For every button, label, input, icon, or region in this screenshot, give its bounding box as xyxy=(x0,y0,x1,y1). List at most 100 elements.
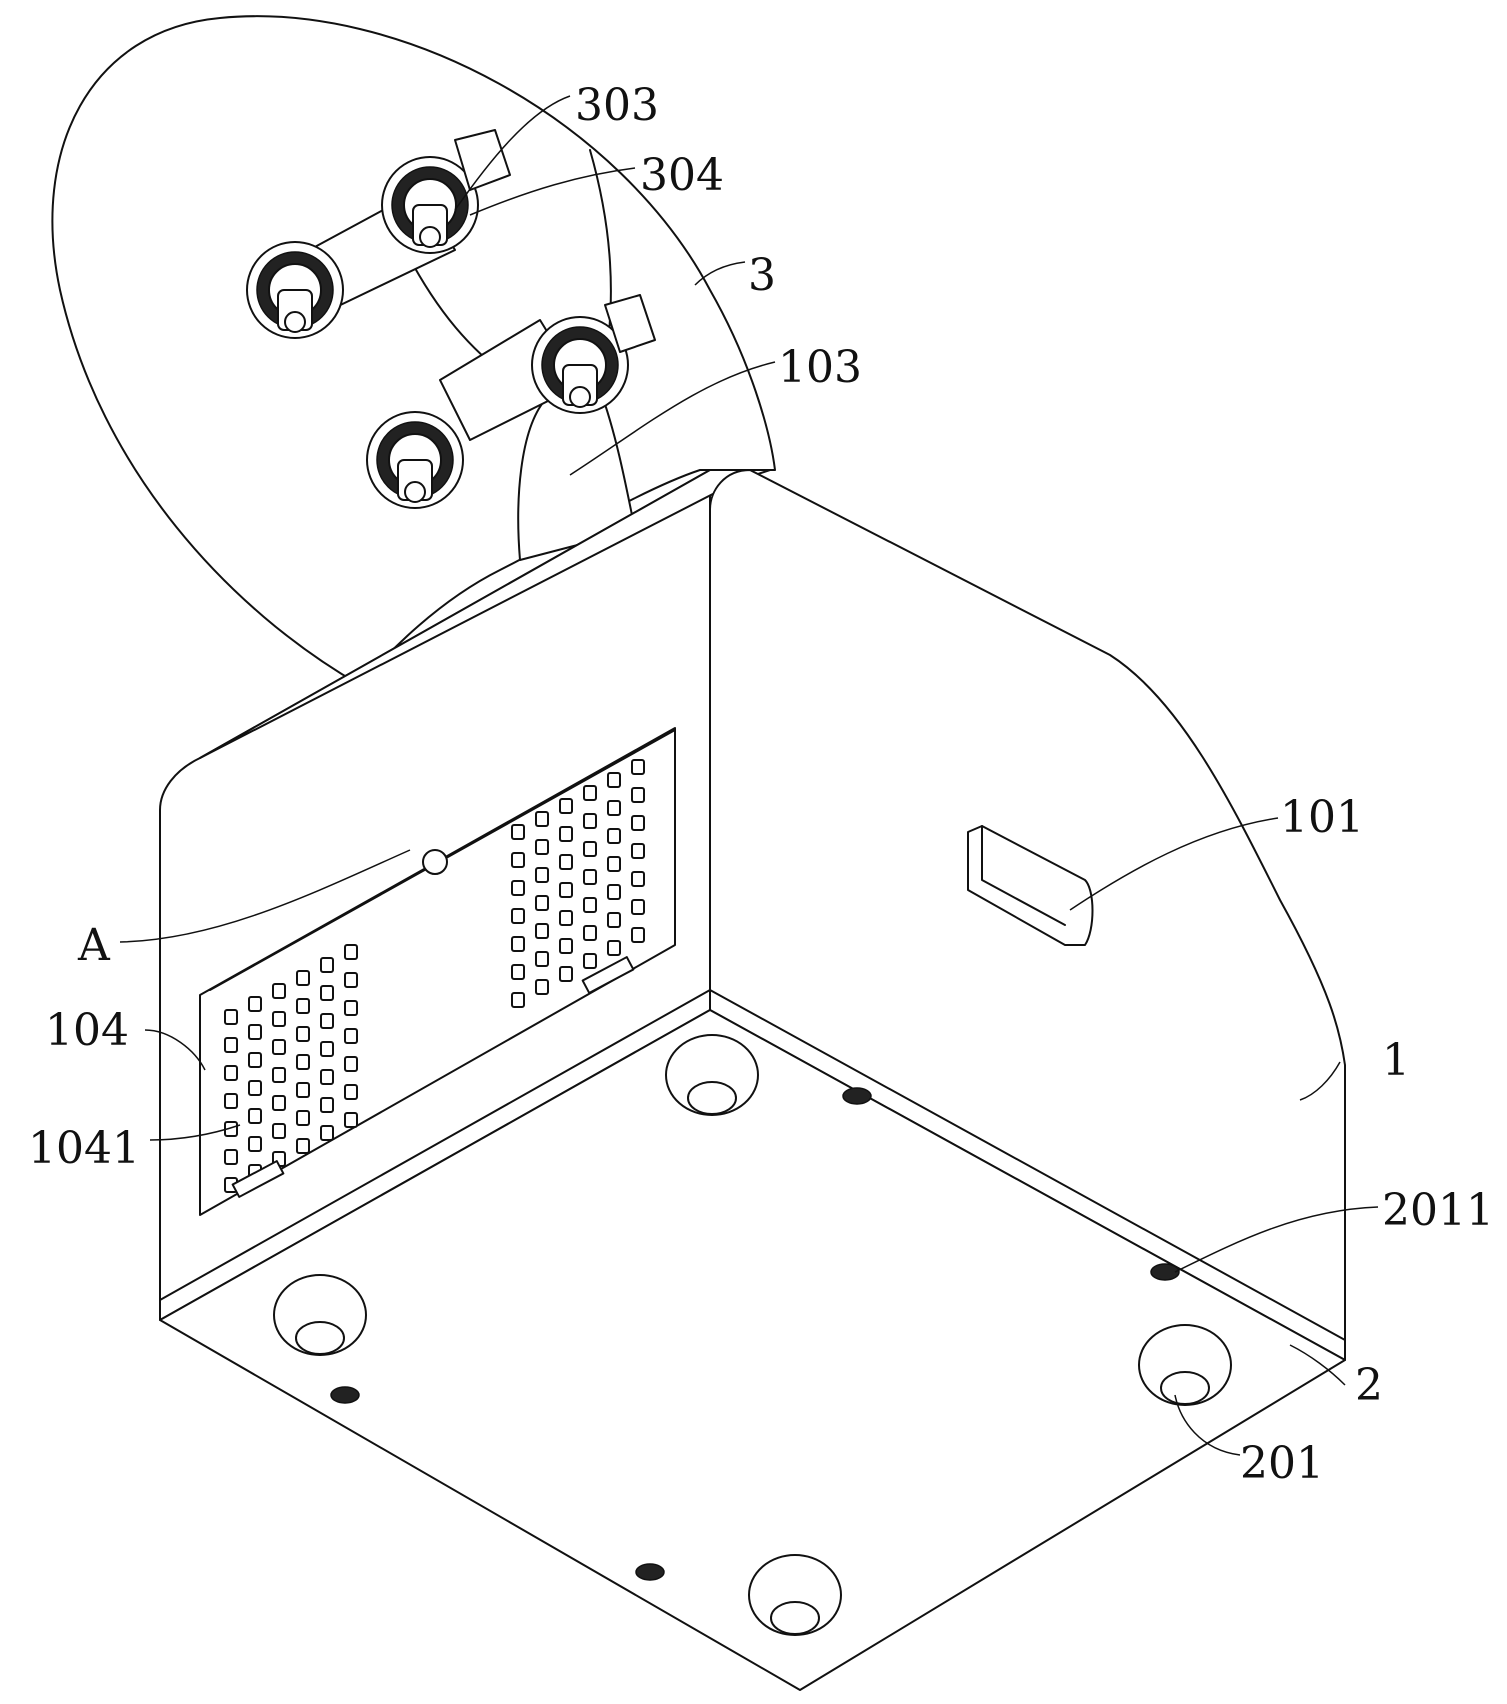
vent-hole xyxy=(607,940,621,956)
vent-hole xyxy=(296,1082,310,1098)
screw-2011 xyxy=(635,1563,665,1581)
vent-hole xyxy=(511,824,525,840)
roller-lower-right xyxy=(531,316,629,414)
vent-hole xyxy=(272,1011,286,1027)
reference-labels: 303 304 3 103 101 A 104 1041 1 2011 2 20… xyxy=(28,80,1494,1489)
vent-hole xyxy=(224,1149,238,1165)
vent-hole xyxy=(559,938,573,954)
vent-hole xyxy=(296,1026,310,1042)
foot-201 xyxy=(748,1554,842,1636)
vent-hole xyxy=(320,1069,334,1085)
vent-hole xyxy=(248,1080,262,1096)
vent-hole xyxy=(320,957,334,973)
vent-hole xyxy=(272,1067,286,1083)
vent-hole xyxy=(535,895,549,911)
vent-hole xyxy=(296,970,310,986)
vent-hole xyxy=(583,785,597,801)
screw-2011 xyxy=(330,1386,360,1404)
vent-hole xyxy=(320,1097,334,1113)
vent-hole xyxy=(511,908,525,924)
vent-hole xyxy=(511,936,525,952)
vent-hole xyxy=(272,1039,286,1055)
vent-hole xyxy=(607,800,621,816)
vent-hole xyxy=(535,811,549,827)
vent-hole xyxy=(631,871,645,887)
foot-201 xyxy=(273,1274,367,1356)
foot-201 xyxy=(665,1034,759,1116)
vent-hole xyxy=(535,979,549,995)
label-304: 304 xyxy=(640,150,724,201)
vent-hole xyxy=(559,910,573,926)
roller-upper-left xyxy=(246,241,344,339)
vent-hole xyxy=(344,1000,358,1016)
vent-hole xyxy=(583,841,597,857)
vent-hole xyxy=(296,1110,310,1126)
vent-hole xyxy=(344,944,358,960)
vent-panel-104 xyxy=(199,727,676,1216)
screw-2011 xyxy=(1150,1263,1180,1281)
vent-hole xyxy=(511,852,525,868)
vent-hole xyxy=(559,798,573,814)
vent-hole xyxy=(344,1112,358,1128)
vent-hole xyxy=(583,953,597,969)
vent-hole xyxy=(607,772,621,788)
vent-hole xyxy=(631,927,645,943)
vent-hole xyxy=(583,869,597,885)
vent-hole xyxy=(344,1084,358,1100)
vent-hole xyxy=(535,951,549,967)
vent-grid-right xyxy=(511,759,645,1008)
base-plate-2 xyxy=(159,989,1346,1691)
roller-pair-lower xyxy=(366,294,656,509)
roller-upper-right xyxy=(381,156,479,254)
leader-lines xyxy=(119,95,1379,1456)
vent-hole xyxy=(559,826,573,842)
vent-hole xyxy=(320,985,334,1001)
vent-hole xyxy=(320,1125,334,1141)
label-2011: 2011 xyxy=(1382,1185,1494,1236)
vent-hole xyxy=(224,1009,238,1025)
vent-hole xyxy=(272,1095,286,1111)
vent-hole xyxy=(511,880,525,896)
vent-hole xyxy=(607,884,621,900)
label-103: 103 xyxy=(778,342,862,393)
vent-hole xyxy=(535,923,549,939)
label-3: 3 xyxy=(748,250,776,301)
vent-hole xyxy=(248,1108,262,1124)
vent-hole xyxy=(344,972,358,988)
vent-hole xyxy=(631,899,645,915)
vent-hole xyxy=(631,787,645,803)
label-201: 201 xyxy=(1240,1438,1324,1489)
vent-hole xyxy=(559,882,573,898)
vent-hole xyxy=(559,966,573,982)
roller-pair-upper xyxy=(246,129,511,339)
vent-hole xyxy=(344,1028,358,1044)
vent-hole xyxy=(607,912,621,928)
label-101: 101 xyxy=(1280,792,1364,843)
vent-grid-left xyxy=(224,944,358,1193)
vent-hole xyxy=(583,897,597,913)
vent-hole xyxy=(248,1052,262,1068)
label-1041: 1041 xyxy=(28,1123,140,1174)
vent-hole xyxy=(224,1093,238,1109)
vent-hole xyxy=(224,1065,238,1081)
label-2: 2 xyxy=(1355,1360,1383,1411)
vent-hole xyxy=(631,759,645,775)
foot-201 xyxy=(1138,1324,1232,1406)
label-104: 104 xyxy=(45,1005,129,1056)
label-1: 1 xyxy=(1382,1035,1410,1086)
vent-hole xyxy=(272,1123,286,1139)
vent-hole xyxy=(583,925,597,941)
vent-hole xyxy=(320,1013,334,1029)
vent-hole xyxy=(296,998,310,1014)
vent-hole xyxy=(344,1056,358,1072)
vent-hole xyxy=(631,815,645,831)
vent-hole xyxy=(511,992,525,1008)
vent-hole xyxy=(559,854,573,870)
roller-lower-left xyxy=(366,411,464,509)
handle-101 xyxy=(967,825,1094,946)
vent-hole xyxy=(296,1138,310,1154)
vent-hole xyxy=(607,828,621,844)
label-A: A xyxy=(77,920,111,971)
